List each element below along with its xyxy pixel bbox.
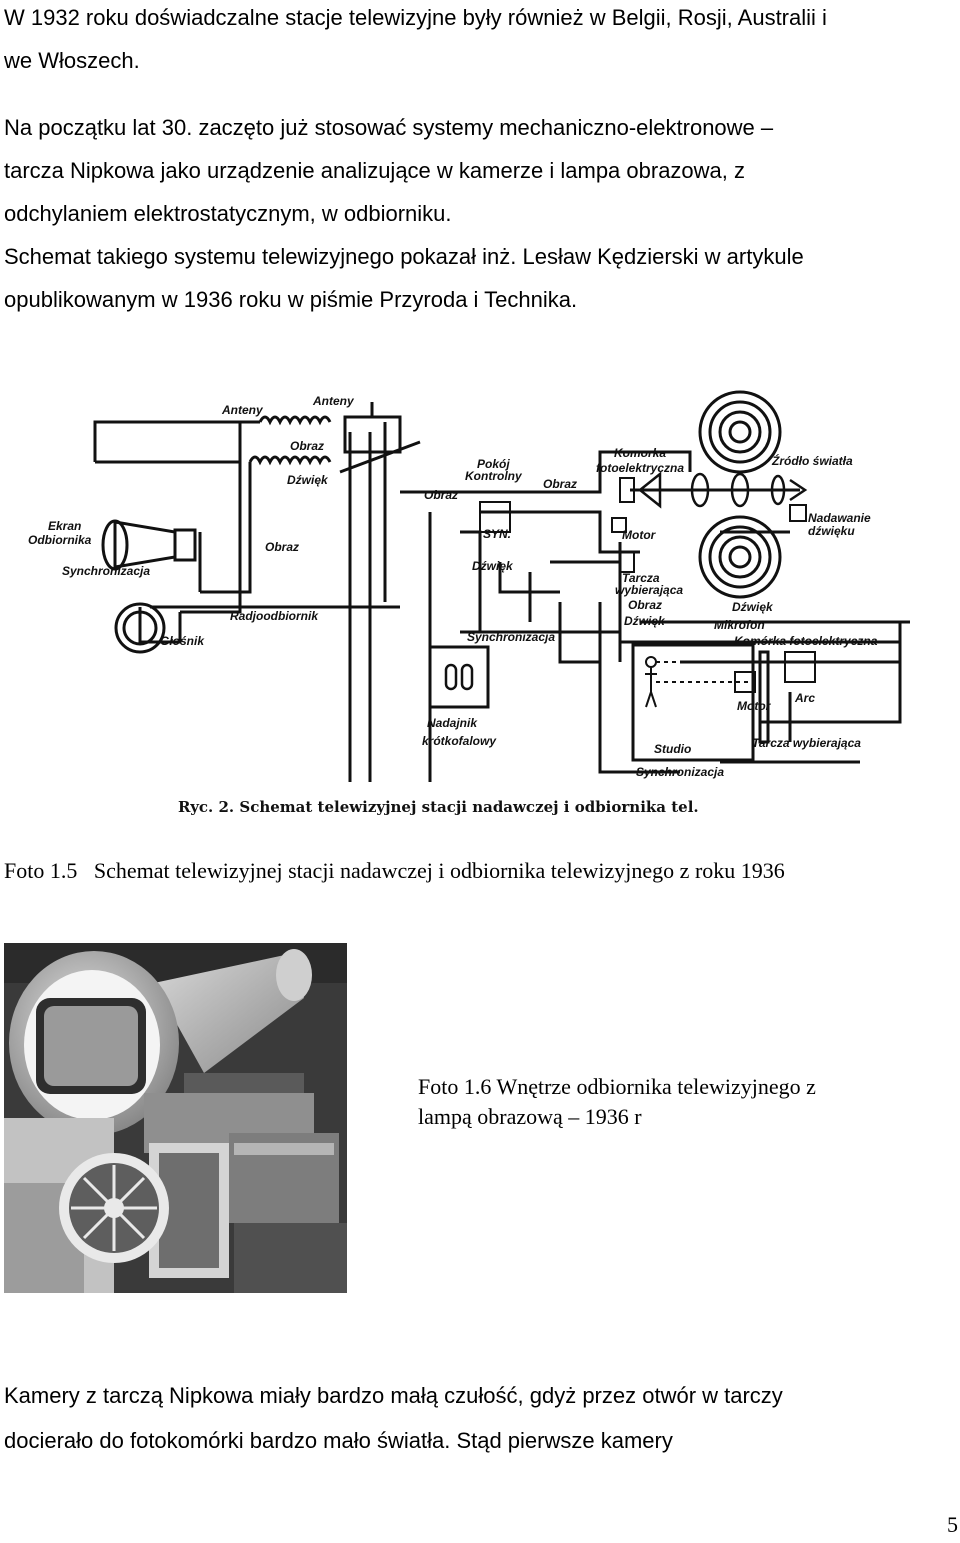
diagram-label: Obraz	[265, 540, 299, 554]
body-paragraph: Na początku lat 30. zaczęto już stosować…	[4, 106, 954, 321]
text-line: Schemat takiego systemu telewizyjnego po…	[4, 244, 804, 269]
diagram-label: Synchronizacja	[62, 564, 150, 578]
diagram-label: Dźwięk	[624, 614, 666, 628]
text-line: opublikowanym w 1936 roku w piśmie Przyr…	[4, 287, 578, 312]
diagram-label: Ekran	[48, 519, 81, 533]
diagram-label: Dźwięk	[732, 600, 774, 614]
diagram-label: Głośnik	[160, 634, 205, 648]
diagram-label: Odbiornika	[28, 533, 92, 547]
diagram-label: Obraz	[290, 439, 324, 453]
diagram-label: Źródło światła	[771, 453, 853, 468]
figure-caption: Ryc. 2. Schemat telewizyjnej stacji nada…	[178, 798, 699, 816]
diagram-label: Obraz	[543, 477, 577, 491]
tv-system-diagram: Anteny Anteny Obraz Dźwięk Ekran Odbiorn…	[28, 390, 910, 816]
diagram-label: fotoelektryczna	[596, 461, 684, 475]
diagram-label: Arc	[794, 691, 815, 705]
diagram-label: krótkofalowy	[422, 734, 497, 748]
text-line: docierało do fotokomórki bardzo mało świ…	[4, 1428, 673, 1453]
diagram-label: Obraz	[424, 488, 458, 502]
diagram-label: Komórka fotoelektryczna	[734, 634, 878, 648]
diagram-label: Nadawanie	[808, 511, 871, 525]
diagram-label: Motor	[737, 699, 772, 713]
caption-line: Foto 1.6 Wnętrze odbiornika telewizyjneg…	[418, 1074, 816, 1099]
text-line: tarcza Nipkowa jako urządzenie analizują…	[4, 158, 746, 183]
page-number: 5	[947, 1512, 958, 1537]
diagram-label: Radjoodbiornik	[230, 609, 319, 623]
body-paragraph-bottom: Kamery z tarczą Nipkowa miały bardzo mał…	[4, 1373, 954, 1463]
diagram-label: Tarcza wybierająca	[752, 736, 861, 750]
diagram-label: Tarcza	[622, 571, 660, 585]
diagram-label: Motor	[622, 528, 657, 542]
diagram-label: wybierająca	[615, 583, 683, 597]
diagram-label: Mikrofon	[714, 618, 765, 632]
text-line: odchylaniem elektrostatycznym, w odbiorn…	[4, 201, 452, 226]
diagram-label: dźwięku	[808, 524, 855, 538]
diagram-label: Dźwięk	[287, 473, 329, 487]
diagram-label: Anteny	[312, 394, 355, 408]
photo-caption-2: Foto 1.6 Wnętrze odbiornika telewizyjneg…	[418, 1072, 816, 1132]
caption-line: lampą obrazową – 1936 r	[418, 1104, 642, 1129]
tv-receiver-photo	[4, 943, 347, 1293]
text-line: Na początku lat 30. zaczęto już stosować…	[4, 115, 774, 140]
text-line: W 1932 roku doświadczalne stacje telewiz…	[4, 5, 827, 30]
text-line: Kamery z tarczą Nipkowa miały bardzo mał…	[4, 1383, 783, 1408]
diagram-label: Synchronizacja	[636, 765, 724, 779]
diagram-label: Dźwięk	[472, 559, 514, 573]
diagram-label: Synchronizacja	[467, 630, 555, 644]
diagram-label: SYN.	[483, 527, 511, 541]
diagram-label: Studio	[654, 742, 691, 756]
diagram-label: Komorka	[614, 446, 666, 460]
diagram-label: Obraz	[628, 598, 662, 612]
diagram-label: Kontrolny	[465, 469, 523, 483]
diagram-label: Pokój	[477, 457, 510, 471]
diagram-label: Anteny	[221, 403, 264, 417]
text-line: we Włoszech.	[4, 48, 140, 73]
photo-caption: Foto 1.5 Schemat telewizyjnej stacji nad…	[4, 858, 785, 883]
intro-paragraph: W 1932 roku doświadczalne stacje telewiz…	[4, 0, 954, 82]
diagram-label: Nadajnik	[427, 716, 478, 730]
